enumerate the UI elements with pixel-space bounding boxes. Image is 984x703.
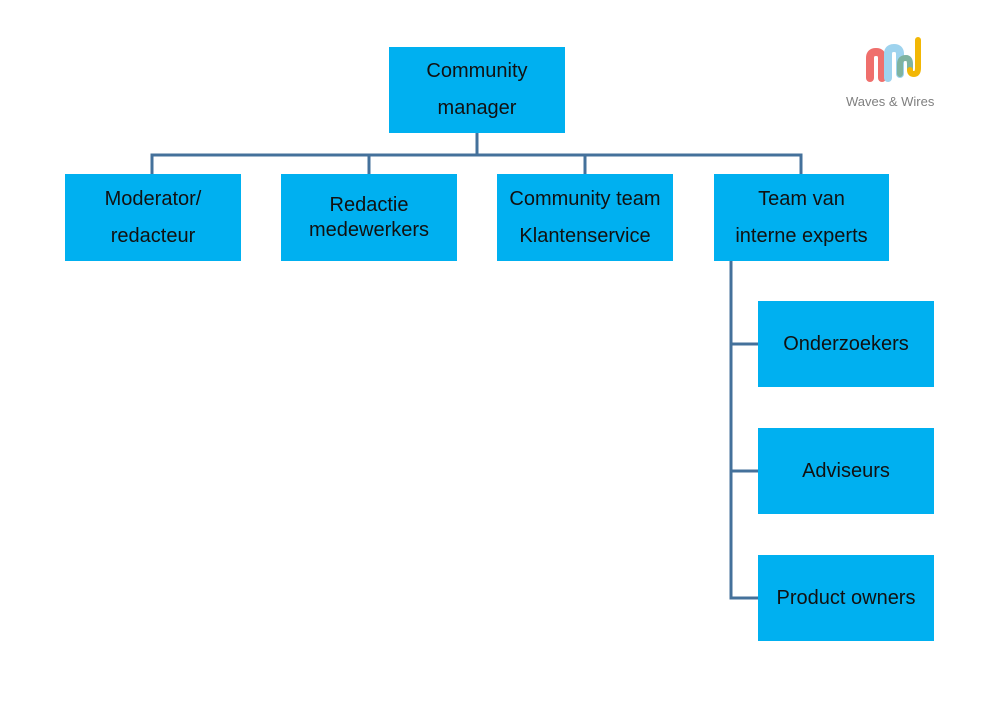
node-product-owners: Product owners [758, 555, 934, 641]
node-label-line: Adviseurs [802, 460, 890, 482]
node-redactie-medewerkers: Redactie medewerkers [281, 174, 457, 261]
node-label-line: interne experts [735, 224, 868, 247]
logo-blue-wave [884, 43, 904, 82]
node-label-line: Moderator/ [104, 187, 202, 210]
node-label-line: Team van [758, 187, 845, 210]
logo-wordmark: Waves & Wires [846, 94, 935, 109]
node-team-interne-experts: Team van interne experts [714, 174, 889, 261]
node-label-line: Community team [509, 187, 661, 210]
node-label-line: Klantenservice [519, 224, 651, 247]
node-label-line: manager [437, 97, 517, 119]
node-label-line: Onderzoekers [783, 333, 909, 355]
logo-yellow-wave [907, 37, 921, 78]
node-community-manager: Community manager [389, 47, 565, 133]
node-label-line: Product owners [776, 587, 916, 609]
logo-green-wave [897, 54, 913, 77]
node-adviseurs: Adviseurs [758, 428, 934, 514]
node-label-line: medewerkers [308, 218, 430, 241]
logo-red-wave [866, 47, 886, 82]
node-onderzoekers: Onderzoekers [758, 301, 934, 387]
node-label-line: Redactie [329, 193, 409, 216]
waves-wires-logo-icon [866, 37, 921, 82]
node-community-team: Community team Klantenservice [497, 174, 673, 261]
node-moderator-redacteur: Moderator/ redacteur [65, 174, 241, 261]
node-label-line: redacteur [110, 224, 196, 247]
node-label-line: Community [426, 60, 528, 82]
